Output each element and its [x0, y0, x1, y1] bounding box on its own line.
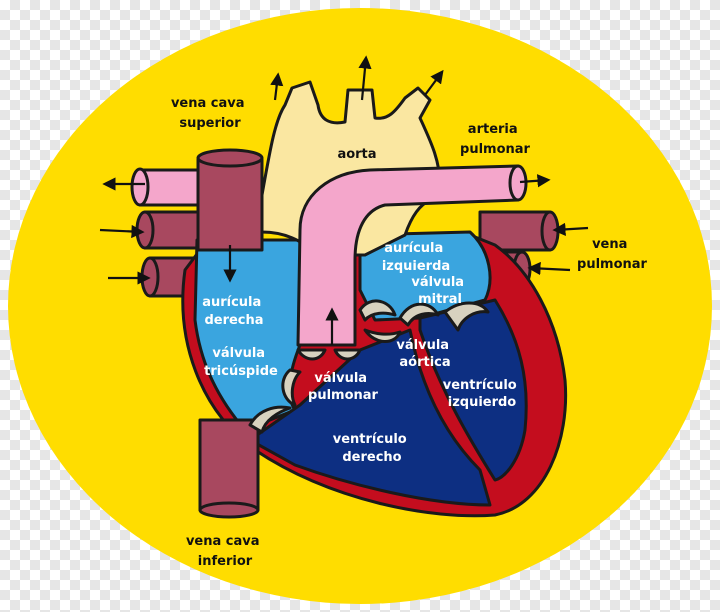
label-valvula-aortica: válvula aórtica: [396, 338, 453, 370]
flow-arrow-icon: [99, 55, 589, 345]
label-vena-pulmonar: vena pulmonar: [577, 237, 648, 272]
label-ventriculo-derecho: ventrículo derecho: [333, 432, 412, 465]
right-ventricle: [248, 328, 492, 507]
label-arteria-pulmonar: arteria pulmonar: [460, 122, 531, 157]
vena-cava-inferior: [198, 418, 260, 512]
label-valvula-tricuspide: válvula tricúspide: [204, 346, 278, 379]
label-auricula-derecha: aurícula derecha: [202, 295, 266, 328]
label-aorta: aorta: [337, 147, 376, 162]
label-valvula-pulmonar: válvula pulmonar: [308, 371, 379, 403]
valves: [248, 299, 490, 434]
label-vena-cava-superior: vena cava superior: [171, 96, 249, 131]
label-ventriculo-izquierdo: ventrículo izquierdo: [443, 378, 522, 410]
label-valvula-mitral: válvula mitral: [411, 275, 468, 307]
label-auricula-izquierda: aurícula izquierda: [382, 241, 450, 274]
left-ventricle: [418, 298, 528, 482]
label-vena-cava-inferior: vena cava inferior: [186, 534, 264, 569]
